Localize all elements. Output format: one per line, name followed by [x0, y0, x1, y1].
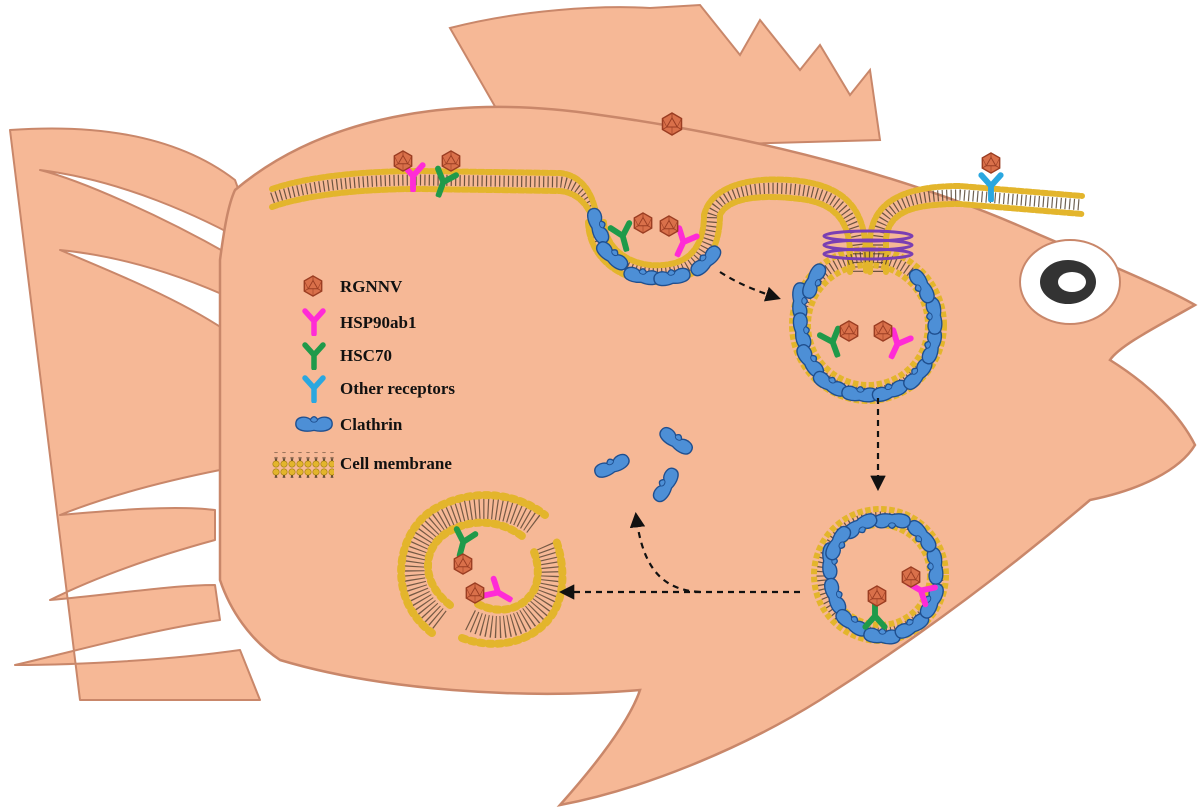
legend-label-hsp90ab1: HSP90ab1 [340, 313, 417, 332]
pathway-arrows [558, 271, 886, 600]
legend-label-rgnnv: RGNNV [340, 277, 403, 296]
plasma-membrane [269, 167, 1085, 286]
fish-eye-icon [1019, 239, 1121, 325]
legend-label-clathrin: Clathrin [340, 415, 403, 434]
legend-label-hsc70: HSC70 [340, 346, 392, 365]
virus-icon [303, 275, 323, 297]
dynamin-ring-icon [822, 229, 914, 261]
legend: RGNNV HSP90ab1 HSC70 Other receptors Cla… [272, 275, 455, 478]
fish-body [9, 3, 1198, 807]
legend-label-cell-membrane: Cell membrane [340, 454, 452, 473]
cell-membrane-icon [272, 452, 334, 478]
legend-label-other-receptors: Other receptors [340, 379, 455, 398]
coated-vesicle [811, 506, 949, 646]
uncoated-vesicle [397, 491, 567, 648]
clathrin-icon [295, 415, 333, 432]
